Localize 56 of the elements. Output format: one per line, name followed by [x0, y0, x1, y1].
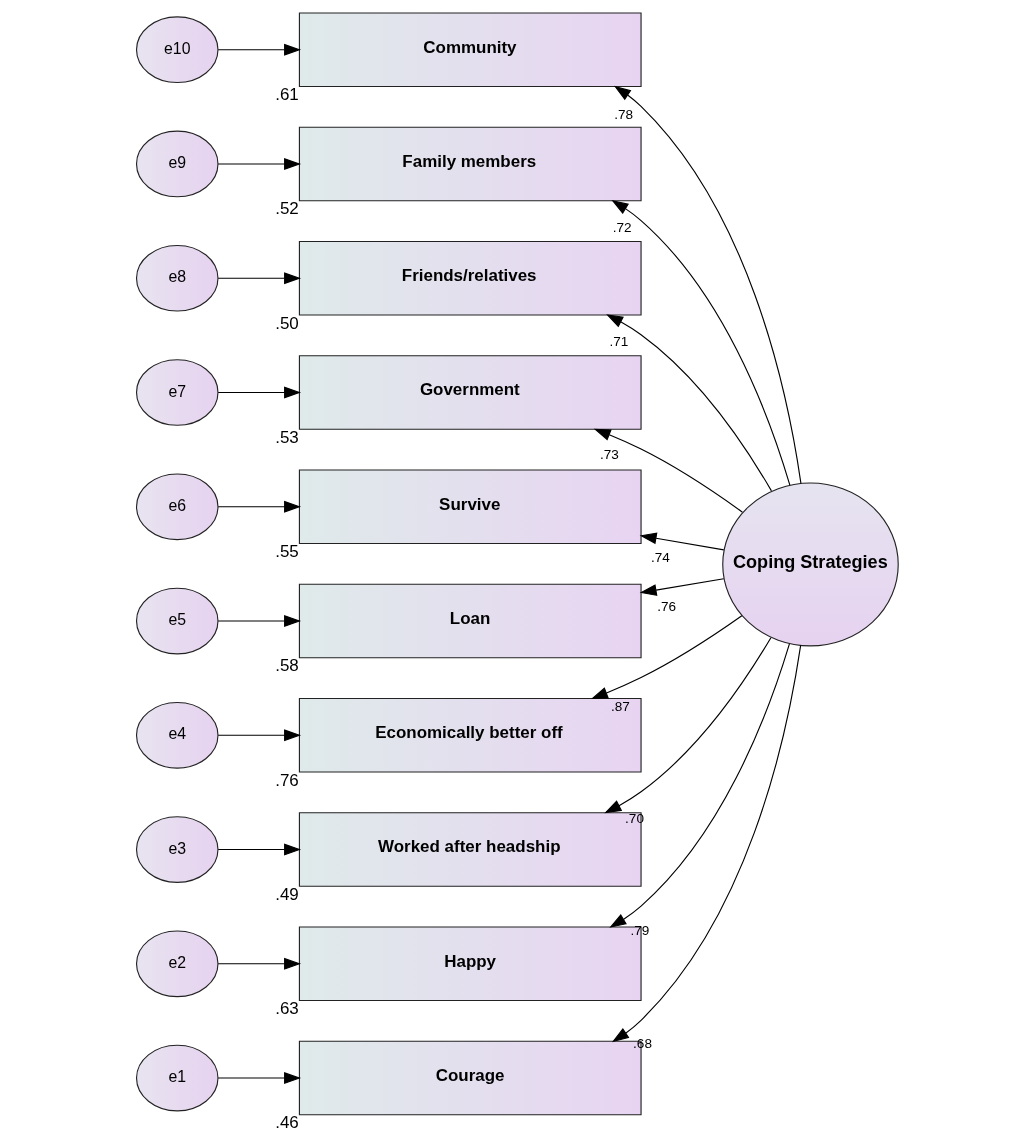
node-ellipse: e5	[135, 587, 219, 655]
arrow	[613, 85, 802, 484]
arrow	[604, 637, 772, 814]
arrow	[590, 615, 743, 700]
arrow	[217, 843, 302, 856]
node-box: Family members	[298, 126, 642, 202]
node-box: Community	[298, 12, 642, 88]
node-label: .55	[275, 542, 299, 562]
node-label: .53	[275, 427, 299, 447]
arrow	[606, 314, 772, 492]
node-ellipse: e10	[135, 16, 219, 84]
arrow	[217, 158, 302, 170]
node-box: Survive	[298, 469, 642, 545]
arrow	[217, 729, 302, 742]
node-label: .58	[275, 656, 299, 676]
edge-label: .74	[650, 549, 670, 565]
node-label: .52	[275, 199, 299, 219]
arrow	[217, 1072, 302, 1084]
arrow	[593, 428, 743, 513]
node-ellipse: e6	[135, 473, 219, 541]
node-label: .76	[275, 770, 299, 790]
arrow	[611, 644, 802, 1043]
node-label: .61	[275, 85, 299, 105]
node-ellipse: e3	[135, 816, 219, 883]
edge-label: .87	[611, 699, 630, 715]
edge-label: .76	[657, 599, 677, 614]
node-box: Government	[298, 355, 642, 430]
edge-label: .79	[630, 923, 650, 939]
node-label: .46	[275, 1113, 299, 1133]
node-ellipse: e8	[135, 244, 219, 312]
arrow	[639, 578, 725, 596]
edge-label: .78	[614, 106, 634, 122]
node-label: .49	[275, 884, 299, 904]
arrow	[217, 615, 302, 627]
node-ellipse: e9	[135, 130, 219, 198]
node-box: Friends/relatives	[298, 240, 642, 316]
arrow	[217, 43, 302, 56]
node-label: .50	[275, 313, 299, 333]
arrow	[639, 532, 725, 551]
edge-label: .70	[625, 810, 644, 826]
edge-label: .73	[599, 446, 619, 462]
node-box: Loan	[298, 583, 642, 659]
arrow	[217, 500, 302, 513]
node-ellipse: e7	[135, 359, 219, 426]
arrow	[611, 200, 791, 486]
edge-label: .72	[612, 220, 632, 236]
arrow	[217, 272, 302, 285]
node-ellipse: e2	[135, 930, 219, 998]
arrow	[609, 643, 790, 928]
arrow	[217, 957, 302, 970]
node-ellipse: e4	[135, 701, 219, 769]
edge-label: .71	[609, 333, 629, 349]
arrow	[217, 386, 302, 399]
node-circle: Coping Strategies	[722, 482, 899, 647]
node-ellipse: e1	[135, 1044, 219, 1112]
node-label: .63	[275, 999, 299, 1019]
